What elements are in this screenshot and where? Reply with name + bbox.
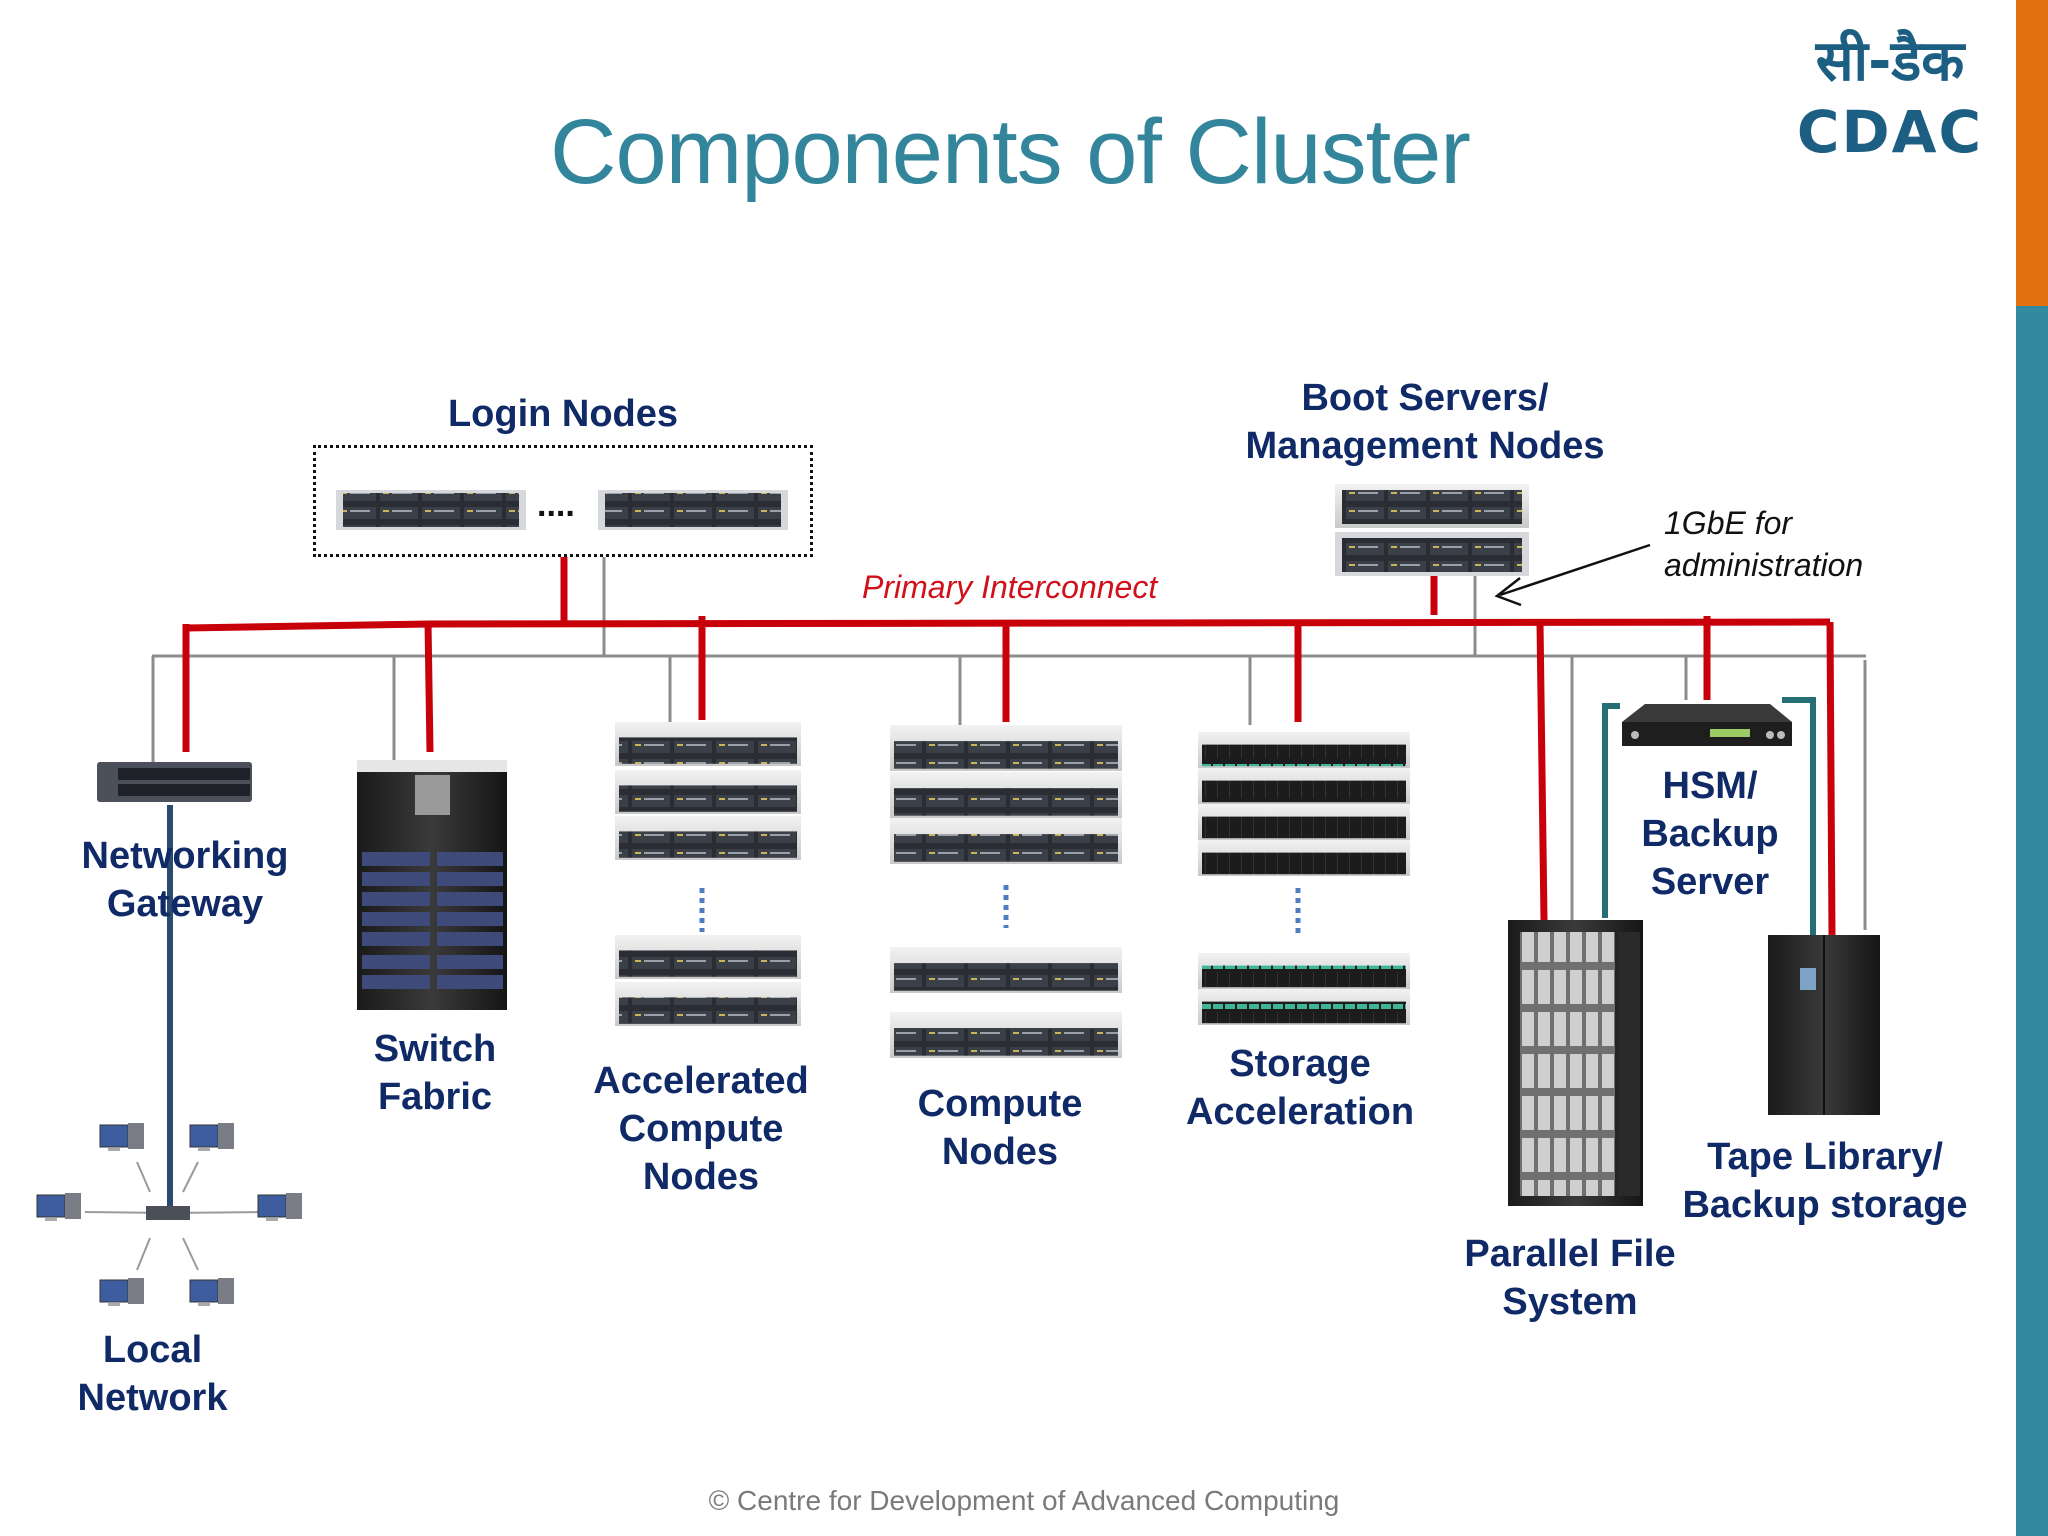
workstation [257, 1193, 302, 1221]
compute-node-stack-icon [890, 725, 1122, 1058]
cdac-logo: सी-डैक CDAC [1790, 20, 1990, 170]
accelerated-node-server [615, 982, 801, 1026]
accelerated-node-server [615, 770, 801, 814]
storage-accel-unit [1198, 840, 1410, 876]
accelerated-node-server [615, 816, 801, 860]
logo-latin-text: CDAC [1797, 98, 1983, 166]
backup-links [1602, 697, 1816, 936]
lan-switch-icon [146, 1206, 190, 1220]
label-parallel-file-system: Parallel File System [1464, 1233, 1676, 1323]
label-accelerated-compute-nodes: Accelerated Compute Nodes [593, 1060, 809, 1198]
storage-accel-unit [1198, 989, 1410, 1025]
storage-accel-unit [1198, 732, 1410, 768]
parallel-file-system-icon [1508, 920, 1643, 1206]
compute-node-server [890, 772, 1122, 818]
storage-acceleration-icon [1198, 732, 1410, 1025]
workstation [189, 1123, 234, 1151]
compute-node-server [890, 1012, 1122, 1058]
workstation [99, 1123, 144, 1151]
switch-fabric-icon [357, 760, 507, 1010]
tape-library-icon [1768, 935, 1880, 1115]
storage-accel-unit [1198, 768, 1410, 804]
label-tape-library: Tape Library/ Backup storage [1682, 1136, 1968, 1226]
workstation [99, 1278, 144, 1306]
ib-link-pfs [1536, 621, 1548, 921]
page-title: Components of Cluster [550, 101, 1471, 203]
login-nodes-ellipsis: .... [537, 486, 575, 524]
compute-node-server [890, 818, 1122, 864]
login-node-server-icon [598, 490, 788, 530]
sidebar-accent-orange [2016, 0, 2048, 306]
logo-hindi-text: सी-डैक [1815, 28, 1967, 94]
ib-link-tape [1826, 621, 1836, 936]
primary-interconnect-label: Primary Interconnect [862, 569, 1158, 605]
primary-interconnect-lines [182, 557, 1836, 936]
boot-server-icon [1335, 484, 1529, 576]
workstation-icon [36, 1123, 302, 1306]
label-local-network: Local Network [77, 1329, 228, 1419]
compute-node-server [890, 947, 1122, 993]
accelerated-node-stack-icon [615, 722, 801, 1026]
label-login-nodes: Login Nodes [447, 393, 679, 435]
label-compute-nodes: Compute Nodes [917, 1083, 1083, 1173]
label-boot-servers: Boot Servers/ Management Nodes [1245, 377, 1605, 467]
login-node-server-icon [336, 490, 526, 530]
accelerated-node-server [615, 722, 801, 766]
hsm-server-icon [1622, 704, 1792, 746]
label-networking-gateway: Networking Gateway [81, 835, 289, 925]
workstation [189, 1278, 234, 1306]
ib-link-switch [424, 621, 434, 753]
workstation [36, 1193, 81, 1221]
backup-link-pfs [1602, 703, 1620, 918]
label-switch-fabric: Switch Fabric [373, 1028, 497, 1118]
label-hsm-backup-server: HSM/ Backup Server [1641, 765, 1779, 903]
local-network-icon [36, 1123, 302, 1306]
label-storage-acceleration: Storage Acceleration [1185, 1043, 1415, 1133]
accelerated-node-server [615, 935, 801, 979]
footer-copyright: © Centre for Development of Advanced Com… [708, 1485, 1340, 1516]
login-nodes-group [313, 445, 813, 557]
compute-node-server [890, 725, 1122, 771]
backup-link-tape [1782, 697, 1816, 936]
storage-accel-unit [1198, 953, 1410, 989]
admin-arrow-icon [1494, 543, 1651, 607]
sidebar-accent-teal [2016, 306, 2048, 1536]
storage-accel-unit [1198, 804, 1410, 840]
admin-network-label: 1GbE for administration [1664, 505, 1864, 583]
gateway-switch-icon [97, 762, 252, 802]
